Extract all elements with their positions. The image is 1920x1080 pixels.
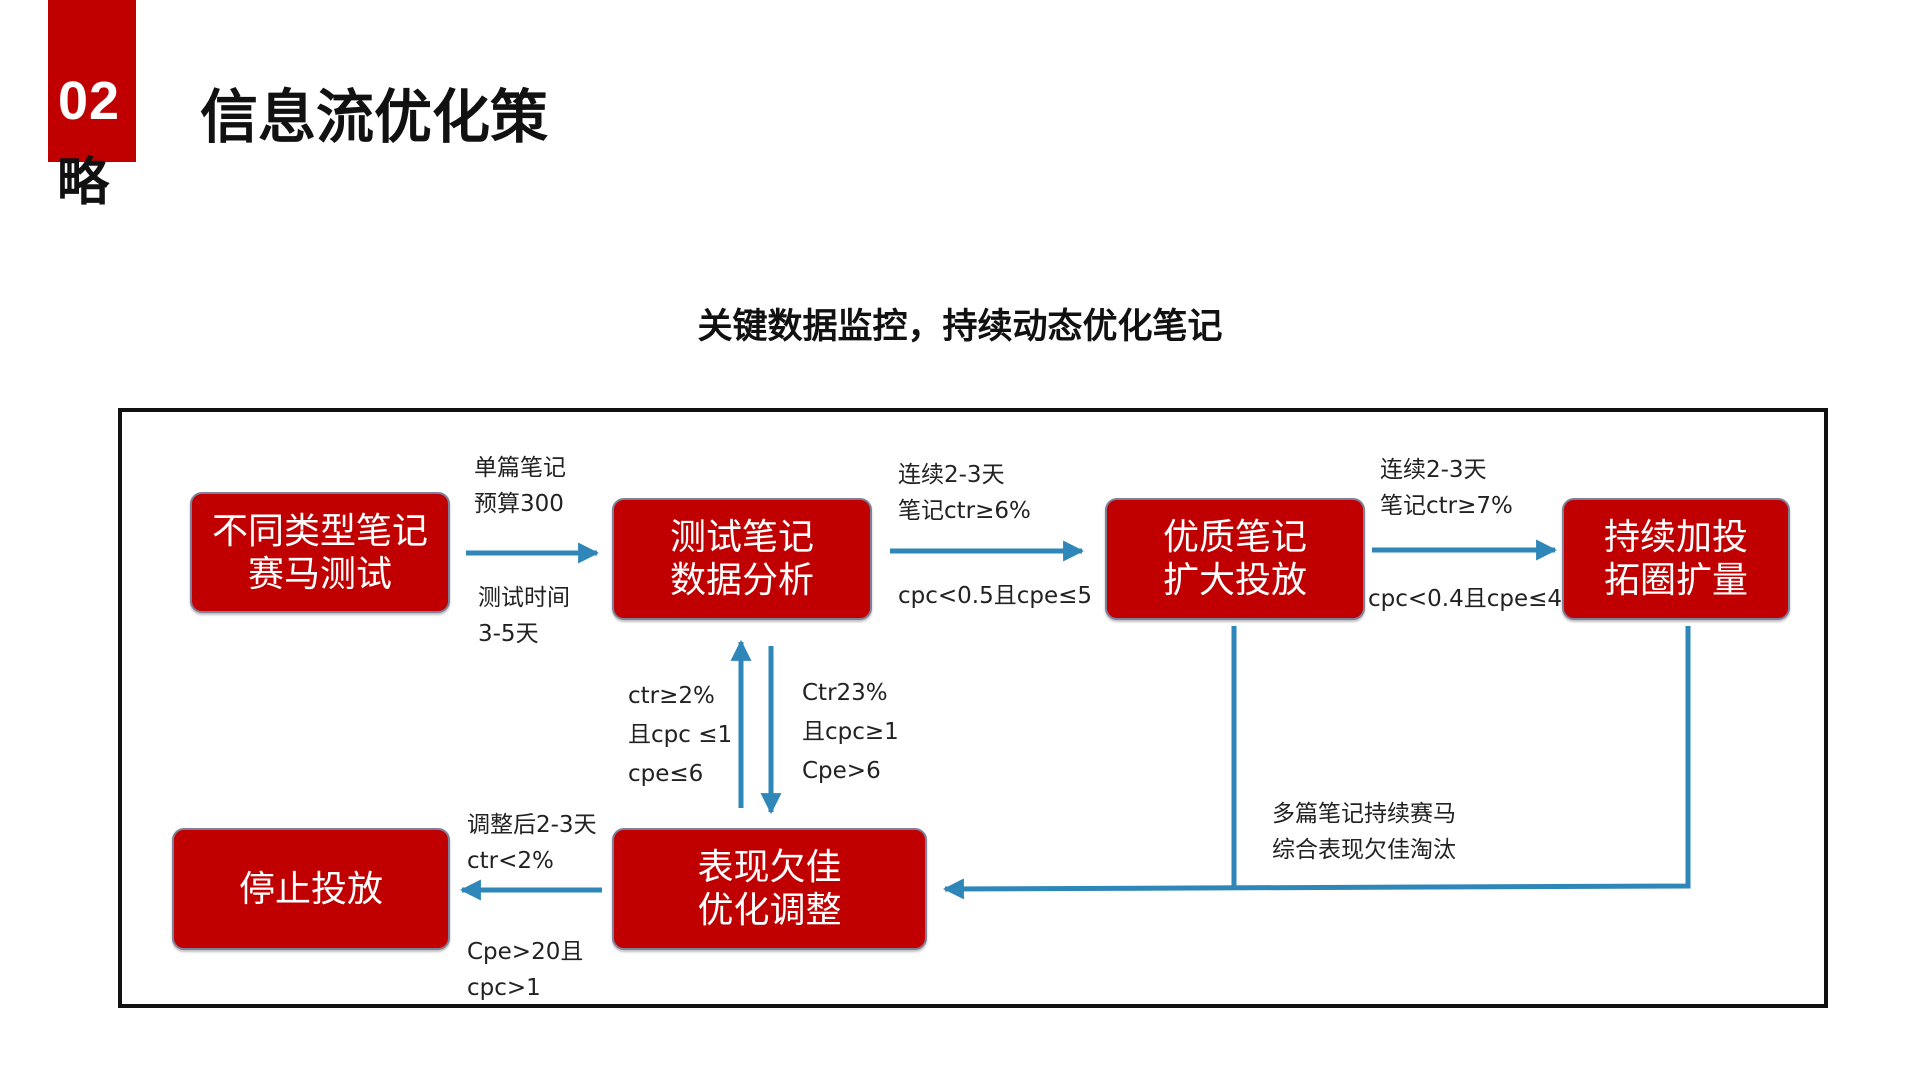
section-number: 02	[58, 71, 121, 131]
label-race-to-analysis-bottom: 测试时间 3-5天	[478, 585, 570, 647]
diagram-subtitle: 关键数据监控，持续动态优化笔记	[697, 307, 1223, 347]
label-feedback: 多篇笔记持续赛马 综合表现欠佳淘汰	[1272, 801, 1456, 863]
label-analysis-to-scale-bottom: cpc<0.5且cpe≤5	[898, 583, 1093, 609]
page-title: 信息流优化策	[200, 83, 549, 151]
node-scale-up: 优质笔记 扩大投放	[1105, 498, 1365, 620]
label-scale-to-expand-bottom: cpc<0.4且cpe≤4	[1368, 586, 1563, 612]
node-analysis-label: 测试笔记 数据分析	[669, 517, 814, 601]
node-expand: 持续加投 拓圈扩量	[1562, 498, 1790, 620]
node-expand-label: 持续加投 拓圈扩量	[1603, 517, 1748, 601]
node-race-test-label: 不同类型笔记 赛马测试	[211, 510, 428, 595]
label-adjust-to-stop-bottom: Cpe>20且 cpc>1	[467, 939, 584, 1001]
section-overflow-char: 略	[57, 153, 110, 213]
node-scale-up-label: 优质笔记 扩大投放	[1162, 517, 1307, 601]
node-stop: 停止投放	[172, 828, 450, 950]
node-race-test: 不同类型笔记 赛马测试	[190, 492, 450, 613]
label-analysis-to-scale-top: 连续2-3天 笔记ctr≥6%	[898, 462, 1031, 524]
label-adjust-to-analysis: ctr≥2% 且cpc ≤1 cpe≤6	[628, 683, 733, 787]
node-adjust: 表现欠佳 优化调整	[612, 828, 927, 950]
label-scale-to-expand-top: 连续2-3天 笔记ctr≥7%	[1380, 457, 1513, 519]
label-analysis-to-adjust: Ctr23% 且cpc≥1 Cpe>6	[802, 680, 899, 784]
diagram-frame	[118, 408, 1828, 1008]
label-race-to-analysis-top: 单篇笔记 预算300	[474, 455, 566, 517]
node-adjust-label: 表现欠佳 优化调整	[697, 847, 842, 931]
node-analysis: 测试笔记 数据分析	[612, 498, 872, 620]
label-adjust-to-stop-top: 调整后2-3天 ctr<2%	[467, 812, 597, 874]
node-stop-label: 停止投放	[238, 868, 383, 910]
section-tag	[48, 0, 136, 162]
